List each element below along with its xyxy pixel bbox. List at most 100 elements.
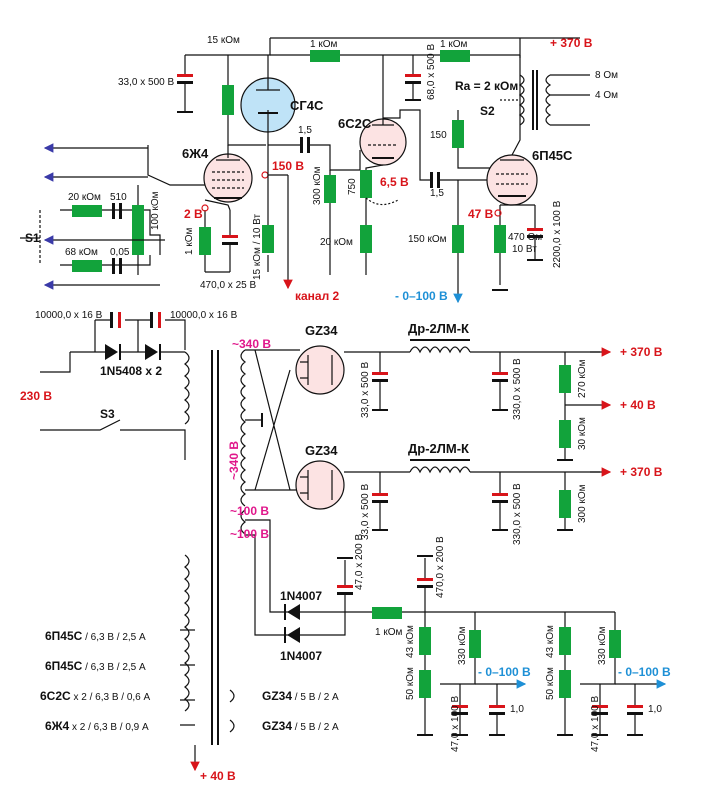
label-c10000-a: 10000,0 х 16 В xyxy=(35,310,103,321)
label-v340-b: ~340 В xyxy=(227,441,241,480)
label-r470: 470 Ом xyxy=(508,232,542,243)
label-r300k-psu: 300 кОм xyxy=(577,484,588,523)
resistor-1k-b xyxy=(440,50,470,62)
label-tube-6zh4: 6Ж4 xyxy=(182,146,209,161)
label-tube-6s2s: 6С2С xyxy=(338,116,372,131)
resistor-150 xyxy=(452,120,464,148)
label-out-4: 4 Ом xyxy=(595,90,618,101)
pot-50k-a xyxy=(419,670,431,698)
label-mains: 230 В xyxy=(20,389,52,403)
label-r750: 750 xyxy=(347,178,358,195)
rect-heater-tube-1: GZ34 xyxy=(262,689,292,703)
label-out-40: + 40 В xyxy=(620,398,656,412)
choke-b xyxy=(409,459,471,474)
label-c33: 33,0 х 500 В xyxy=(118,77,174,88)
label-bias-out-a: - 0–100 В xyxy=(478,665,531,679)
label-c470-200: 470,0 х 200 В xyxy=(435,536,446,598)
label-s3: S3 xyxy=(100,407,115,421)
label-diodes-1n5408: 1N5408 х 2 xyxy=(100,364,162,378)
label-r1k-cath: 1 кОм xyxy=(184,228,195,255)
resistor-470 xyxy=(494,225,506,253)
label-channel2: канал 2 xyxy=(295,289,340,303)
label-1n4007-b: 1N4007 xyxy=(280,649,322,663)
label-c47-100-a: 47,0 х 100 В xyxy=(450,696,461,752)
label-r150: 150 xyxy=(430,130,447,141)
heater-labels: 6П45С / 6,3 В / 2,5 А 6П45С / 6,3 В / 2,… xyxy=(40,629,339,733)
label-v100-b: ~100 В xyxy=(230,527,269,541)
b-plus-rail xyxy=(270,37,580,58)
label-b-plus: + 370 В xyxy=(550,36,593,50)
resistor-1k-cathode xyxy=(199,227,211,255)
psu-labels: 10000,0 х 16 В 10000,0 х 16 В 1N5408 х 2… xyxy=(20,310,671,783)
label-v2: 2 В xyxy=(184,207,203,221)
label-c510: 510 xyxy=(110,192,127,203)
resistor-43k-a xyxy=(419,627,431,655)
resistor-330k-a xyxy=(469,630,481,658)
label-choke-a: Др-2ЛМ-К xyxy=(408,321,469,336)
label-r100k: 100 кОм xyxy=(150,191,161,230)
resistor-20k-input xyxy=(72,205,102,217)
label-r15k-10w: 15 кОм / 10 Вт xyxy=(252,213,263,280)
label-s2: S2 xyxy=(480,104,495,118)
label-tube-6p45s: 6П45С xyxy=(532,148,573,163)
rect-heater-label-2: GZ34 / 5 В / 2 А xyxy=(262,719,339,733)
label-s1: S1 xyxy=(25,231,40,245)
label-r50k-b: 50 кОм xyxy=(545,667,556,700)
resistor-20k xyxy=(360,225,372,253)
label-c2200: 2200,0 х 100 В xyxy=(552,200,563,268)
label-r15k: 15 кОм xyxy=(207,35,240,46)
rectifier-tube-gz34-a xyxy=(295,345,345,395)
label-r68k: 68 кОм xyxy=(65,247,98,258)
label-r470-power: 10 Вт xyxy=(512,244,537,255)
label-v150: 150 В xyxy=(272,159,304,173)
rect-heater-label-1: GZ34 / 5 В / 2 А xyxy=(262,689,339,703)
rect-heater-spec-1: / 5 В / 2 А xyxy=(295,692,339,703)
power-supply-section xyxy=(40,312,667,772)
label-r270k: 270 кОм xyxy=(577,359,588,398)
resistor-750 xyxy=(360,170,372,198)
output-transformer xyxy=(518,70,590,130)
heater-spec-3: х 2 / 6,3 В / 0,6 А xyxy=(73,692,150,703)
label-v47: 47 В xyxy=(468,207,494,221)
label-tube-sg4s: СГ4С xyxy=(290,98,324,113)
heater-label-1: 6П45С / 6,3 В / 2,5 А xyxy=(45,629,146,643)
resistor-1k-a xyxy=(310,50,340,62)
label-r50k-a: 50 кОм xyxy=(405,667,416,700)
label-r330k-b: 330 кОм xyxy=(597,626,608,665)
label-r150k: 150 кОм xyxy=(408,234,447,245)
input-tube-6zh4 xyxy=(203,153,253,203)
heater-label-3: 6С2С х 2 / 6,3 В / 0,6 А xyxy=(40,689,151,703)
label-r300k: 300 кОм xyxy=(312,166,323,205)
heater-tube-3: 6С2С xyxy=(40,689,71,703)
rectifier-tube-gz34-b xyxy=(295,460,345,510)
rect-heater-tube-2: GZ34 xyxy=(262,719,292,733)
resistor-270k xyxy=(559,365,571,393)
resistor-150k xyxy=(452,225,464,253)
amplifier-labels: 15 кОм 1 кОм 1 кОм + 370 В 33,0 х 500 В … xyxy=(25,35,618,303)
label-gz34-b: GZ34 xyxy=(305,443,338,458)
label-r1k-a: 1 кОм xyxy=(310,39,337,50)
resistor-1k-bias xyxy=(372,607,402,619)
label-c15-a: 1,5 xyxy=(298,125,312,136)
label-c330-b: 330,0 х 500 В xyxy=(512,483,523,545)
label-c68: 68,0 х 500 В xyxy=(426,44,437,100)
label-gz34-a: GZ34 xyxy=(305,323,338,338)
label-c10-a: 1,0 xyxy=(510,704,524,715)
resistor-300k xyxy=(324,175,336,203)
heater-spec-2: / 6,3 В / 2,5 А xyxy=(85,662,146,673)
heater-label-2: 6П45С / 6,3 В / 2,5 А xyxy=(45,659,146,673)
label-c15-b: 1,5 xyxy=(430,188,444,199)
label-c10-b: 1,0 xyxy=(648,704,662,715)
label-r330k-a: 330 кОм xyxy=(457,626,468,665)
label-c33-a: 33,0 х 500 В xyxy=(360,362,371,418)
amplifier-section xyxy=(20,37,590,304)
label-out-370-a: + 370 В xyxy=(620,345,663,359)
rect-heater-spec-2: / 5 В / 2 А xyxy=(295,722,339,733)
label-r1k-bias: 1 кОм xyxy=(375,627,402,638)
resistor-68k-input xyxy=(72,260,102,272)
label-c47-100-b: 47,0 х 100 В xyxy=(590,696,601,752)
resistor-15k-top xyxy=(222,85,234,115)
label-c470: 470,0 х 25 В xyxy=(200,280,256,291)
output-tube-6p45s xyxy=(486,154,538,206)
